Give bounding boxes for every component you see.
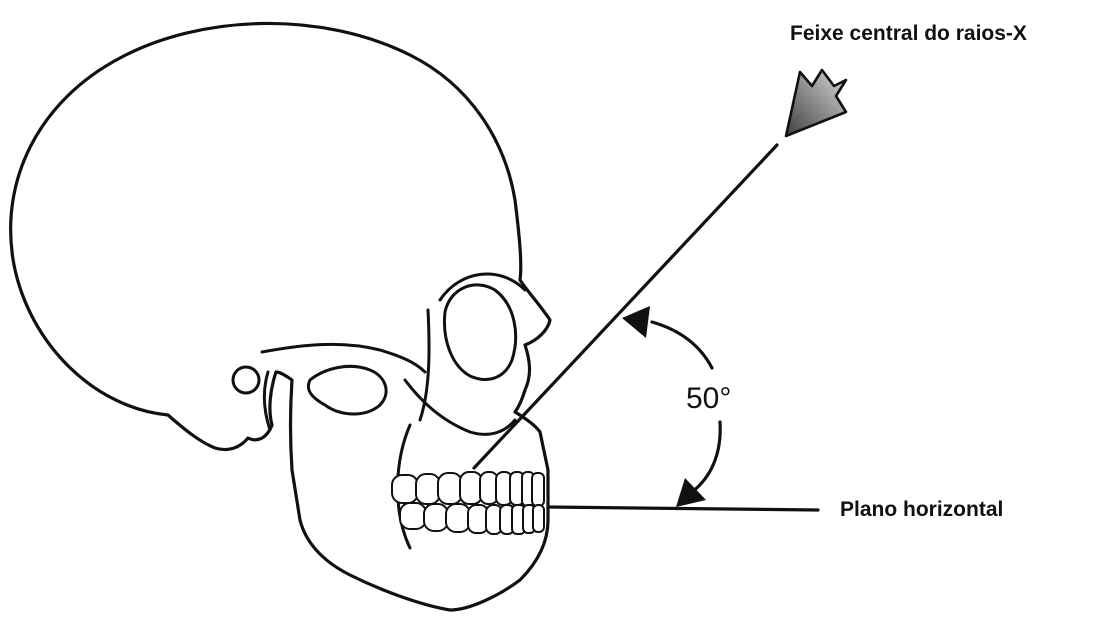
upper-teeth bbox=[392, 472, 544, 506]
ear-opening bbox=[233, 367, 259, 393]
tooth bbox=[416, 474, 440, 504]
tooth bbox=[533, 505, 544, 532]
beam-arrowhead-icon bbox=[786, 70, 846, 136]
horizontal-plane-label: Plano horizontal bbox=[840, 498, 1003, 521]
lower-teeth bbox=[400, 503, 544, 534]
beam-label: Feixe central do raios-X bbox=[790, 22, 1027, 45]
tooth bbox=[532, 473, 544, 506]
tooth bbox=[424, 504, 448, 531]
angle-arc-lower bbox=[692, 422, 720, 492]
cheek-contour bbox=[405, 380, 515, 434]
angle-arrowhead-upper-icon bbox=[622, 306, 650, 338]
tooth bbox=[460, 472, 482, 504]
eye-orbit bbox=[444, 285, 515, 380]
angle-label: 50° bbox=[686, 382, 731, 415]
teeth bbox=[392, 472, 544, 534]
tooth bbox=[392, 475, 418, 503]
central-beam-line bbox=[474, 145, 777, 468]
tooth bbox=[400, 503, 426, 529]
zygomatic-lower bbox=[308, 366, 386, 414]
angle-arc-upper bbox=[652, 322, 712, 368]
tooth bbox=[446, 504, 470, 532]
tooth bbox=[438, 473, 462, 504]
horizontal-plane-line bbox=[548, 507, 818, 510]
